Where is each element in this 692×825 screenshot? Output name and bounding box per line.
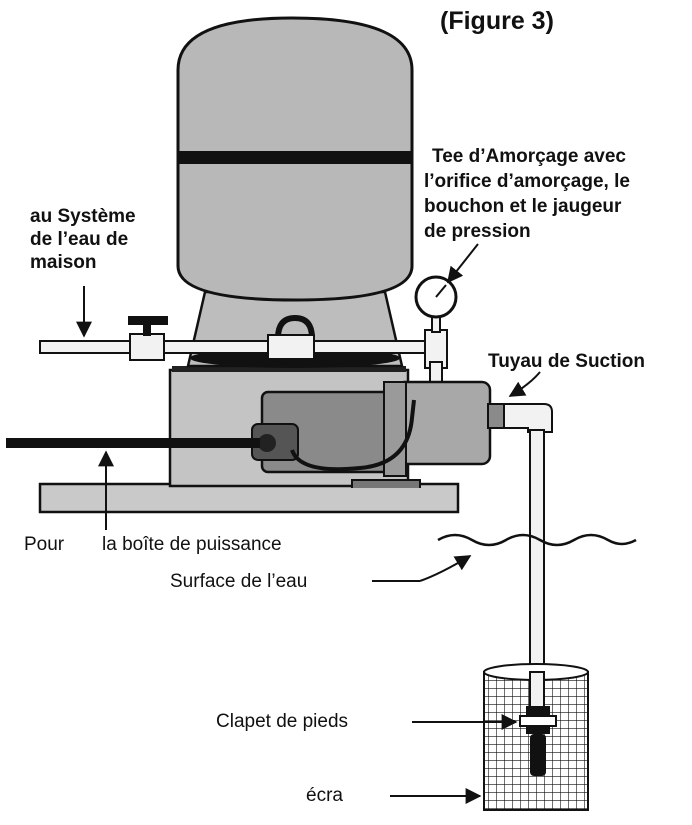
motor-wire (290, 399, 416, 472)
tank-fitting (275, 314, 315, 339)
pipe-union (267, 334, 315, 360)
tank-stand-cap (172, 366, 406, 372)
power-cable (6, 438, 260, 448)
label-tee-line2: l’orifice d’amorçage, le (424, 171, 630, 192)
foot-valve-band (519, 715, 557, 727)
gauge-needle (435, 284, 447, 298)
valve-body (129, 333, 165, 361)
house-pipe (39, 340, 437, 354)
label-screen: écra (306, 785, 343, 806)
label-suction-pipe: Tuyau de Suction (488, 351, 645, 372)
label-power-b: la boîte de puissance (102, 534, 282, 555)
surface-hook (419, 555, 472, 582)
label-water-surface: Surface de l’eau (170, 571, 308, 592)
foot-valve-tail (530, 734, 546, 776)
suction-pointer (508, 371, 541, 397)
label-power-a: Pour (24, 534, 65, 555)
figure-title: (Figure 3) (440, 7, 554, 35)
valve-stem (143, 322, 151, 336)
label-house-line2: de l’eau de (30, 229, 129, 250)
water-surface (437, 533, 637, 547)
label-tee-line1: Tee d’Amorçage avec (432, 146, 626, 167)
label-house-line1: au Système (30, 206, 136, 227)
pump-foot (351, 479, 421, 488)
label-tee-line4: de pression (424, 221, 531, 242)
label-tee-line3: bouchon et le jaugeur (424, 196, 622, 217)
base-plank (38, 482, 460, 514)
suction-elbow (503, 403, 553, 433)
valve-handle (128, 316, 168, 325)
connector-knob (258, 434, 276, 452)
label-foot-valve: Clapet de pieds (216, 711, 349, 732)
suction-pipe (529, 429, 545, 687)
label-house-line3: maison (30, 252, 97, 273)
pump-outlet (487, 403, 505, 429)
tank-band (179, 151, 411, 164)
tee-pointer (447, 243, 479, 284)
